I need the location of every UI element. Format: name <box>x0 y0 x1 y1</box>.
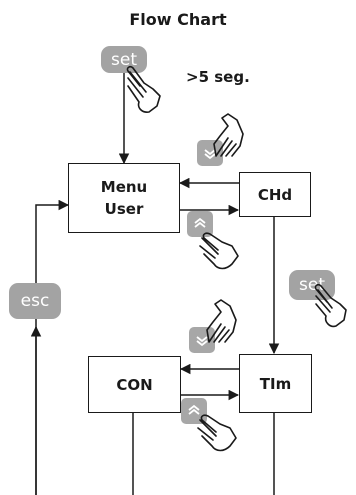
up-chevron-icon <box>188 404 200 415</box>
menu-user-box[interactable]: Menu User <box>68 163 180 233</box>
hand-pointer-icon <box>314 283 347 328</box>
tim-box[interactable]: TIm <box>239 354 312 413</box>
press-time-note: >5 seg. <box>186 68 250 86</box>
hand-pointer-icon <box>213 113 244 157</box>
hand-pointer-icon <box>126 65 161 113</box>
diagram-title: Flow Chart <box>129 10 227 29</box>
set-button[interactable]: set <box>289 270 335 300</box>
up-chevron-icon <box>194 217 206 228</box>
hand-pointer-icon <box>199 232 239 270</box>
arrow-esc-to-menu <box>35 199 70 495</box>
hand-pointer-icon <box>206 299 237 343</box>
hand-pointer-icon <box>197 414 237 452</box>
chd-box[interactable]: CHd <box>239 172 311 217</box>
down-chevron-icon <box>204 149 216 160</box>
esc-button[interactable]: esc <box>9 283 61 319</box>
set-button[interactable]: set <box>101 46 147 73</box>
down-chevron-icon <box>196 336 208 347</box>
con-box[interactable]: CON <box>88 356 181 413</box>
